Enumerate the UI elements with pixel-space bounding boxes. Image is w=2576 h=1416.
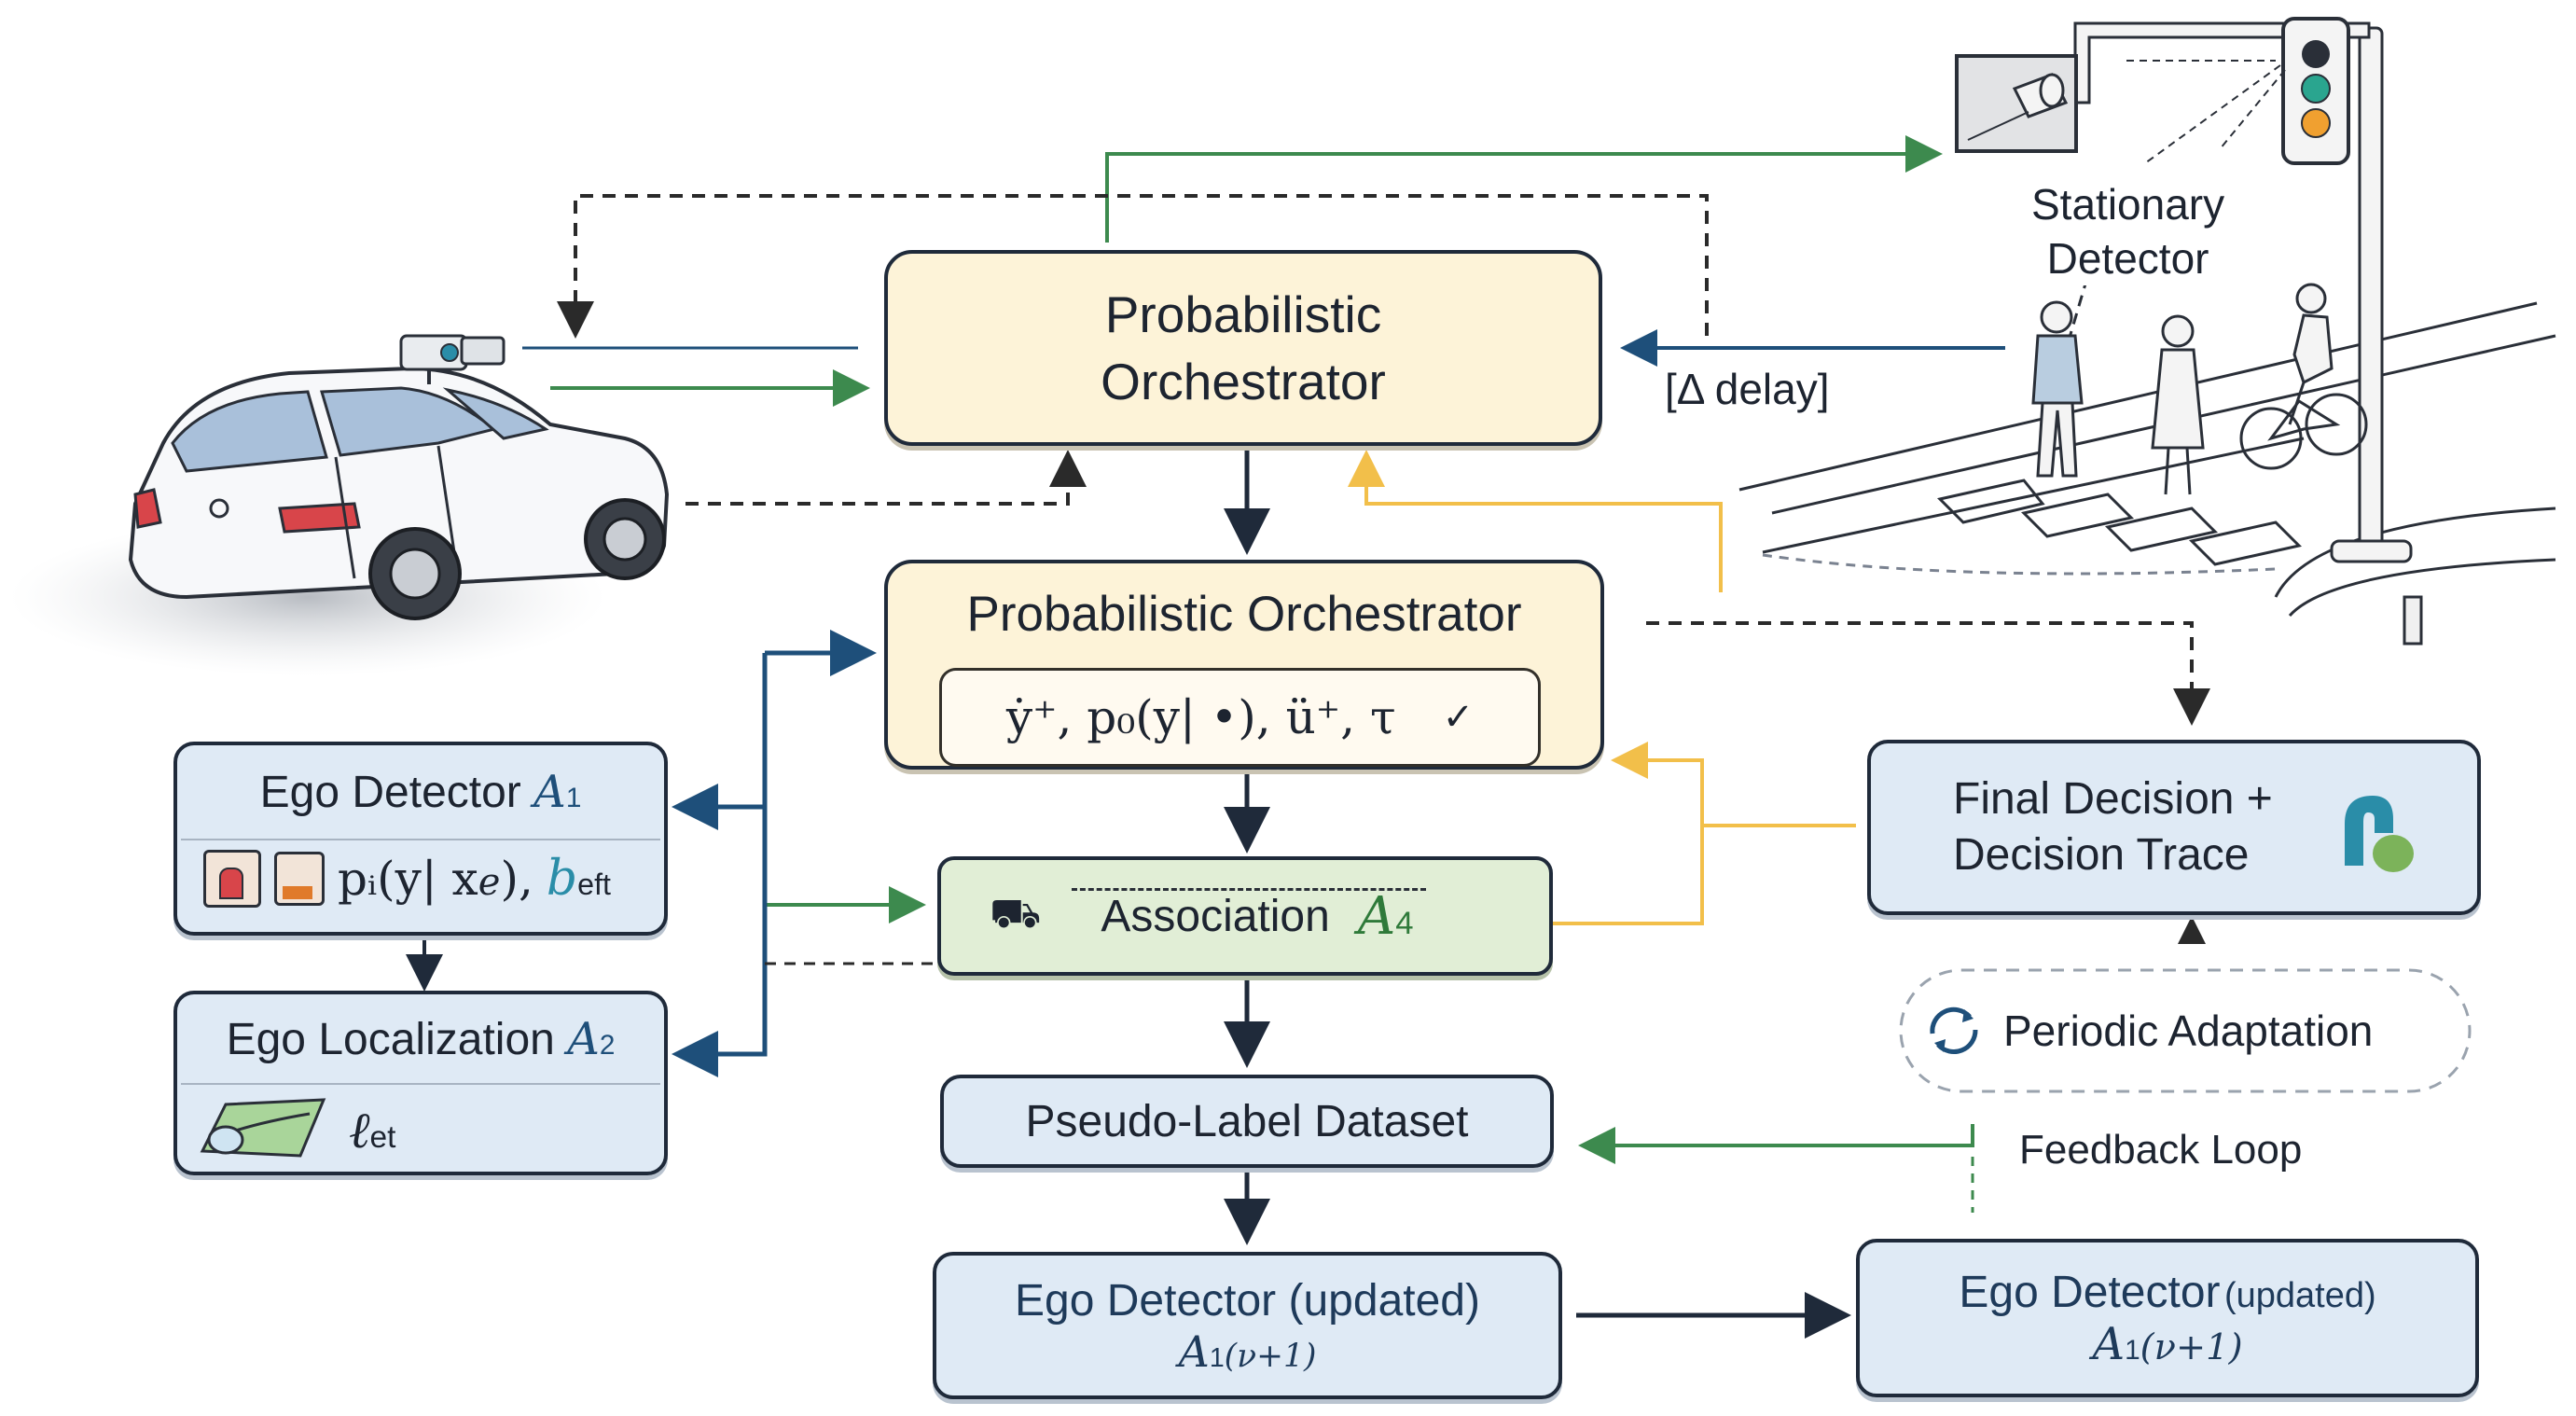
ego-detector-b-sub: eft (577, 868, 611, 901)
ego-updated-center-index: (ν+1) (1224, 1337, 1317, 1375)
ego-updated-right-symbol-sub: 1 (2125, 1334, 2140, 1366)
orchestrator-main-box[interactable]: Probabilistic Orchestrator ẏ⁺, p₀(y| •),… (884, 560, 1604, 770)
ego-updated-center-title: Ego Detector (1015, 1275, 1277, 1326)
decision-logo-icon (2345, 796, 2414, 872)
final-decision-line1: Final Decision + (1953, 774, 2273, 824)
periodic-adaptation[interactable]: Periodic Adaptation (1921, 1000, 2373, 1062)
crosswalk-icon (1738, 301, 2556, 646)
ego-localization-title-row: Ego Localization A2 (227, 1013, 616, 1065)
ego-updated-right-title-row: Ego Detector (updated) (1959, 1267, 2375, 1318)
pseudo-label-box[interactable]: Pseudo-Label Dataset (940, 1075, 1554, 1168)
periodic-adaptation-title: Periodic Adaptation (2003, 1006, 2374, 1055)
feedback-loop-label: Feedback Loop (2019, 1127, 2303, 1173)
ego-updated-center-box[interactable]: Ego Detector (updated) A1(ν+1) (933, 1252, 1562, 1399)
detector-icon (203, 850, 261, 908)
ego-localization-symbol: A2 (567, 1013, 615, 1065)
camera-icon (399, 334, 506, 384)
ego-detector-formula-row: pᵢ(y| xe), beft (203, 850, 611, 908)
ego-updated-right-index: (ν+1) (2140, 1326, 2243, 1368)
association-icon: ⛟ (990, 889, 1042, 937)
ego-localization-formula: ℓet (349, 1101, 395, 1159)
orchestrator-top-line2: Orchestrator (1101, 353, 1386, 410)
ego-detector-symbol-letter: A (533, 766, 566, 818)
ego-updated-right-box[interactable]: Ego Detector (updated) A1(ν+1) (1856, 1239, 2479, 1397)
ego-updated-right-symbol-letter: A (2092, 1317, 2126, 1370)
cyclist-icon (2239, 283, 2368, 470)
final-decision-text: Final Decision + Decision Trace (1953, 771, 2273, 883)
checkmark-icon: ✓ (1442, 696, 1475, 739)
association-symbol-letter: A (1357, 885, 1396, 947)
ego-updated-center-suffix: (updated) (1288, 1275, 1480, 1326)
refresh-icon (1930, 1006, 1978, 1054)
stationary-detector-label: Stationary Detector (2031, 177, 2225, 285)
association-box[interactable]: ⛟ Association A4 (937, 856, 1553, 976)
ego-detector-symbol: A1 (533, 766, 581, 818)
orchestrator-formula: ẏ⁺, p₀(y| •), ü⁺, τ ✓ (939, 668, 1541, 767)
pedestrian-icon (2031, 300, 2205, 495)
stationary-detector-line2: Detector (2046, 234, 2209, 283)
ego-updated-right-suffix: (updated) (2223, 1275, 2376, 1315)
ego-detector-title-row: Ego Detector A1 (260, 766, 582, 818)
association-dash (1072, 888, 1426, 891)
ego-updated-right-symbol: A1(ν+1) (2092, 1318, 2242, 1370)
final-decision-box[interactable]: Final Decision + Decision Trace (1867, 740, 2481, 915)
ego-updated-center-symbol-letter: A (1178, 1326, 1210, 1377)
ego-localization-divider (181, 1083, 660, 1085)
periodic-adaptation-outline (1899, 968, 2472, 1093)
association-title: Association (1101, 891, 1330, 941)
ego-detector-b: beft (547, 851, 611, 907)
ego-detector-formula: pᵢ(y| xe), (338, 852, 533, 906)
orchestrator-formula-text: ẏ⁺, p₀(y| •), ü⁺, τ (1005, 690, 1396, 744)
ego-detector-symbol-sub: 1 (565, 783, 582, 813)
ego-detector-box[interactable]: Ego Detector A1 pᵢ(y| xe), beft (173, 742, 668, 936)
bar-chart-icon (274, 852, 325, 906)
map-icon (200, 1098, 326, 1158)
ego-updated-center-symbol-sub: 1 (1209, 1342, 1225, 1373)
car-icon (9, 366, 670, 676)
pseudo-label-title: Pseudo-Label Dataset (1025, 1096, 1469, 1146)
delay-label: [Δ delay] (1665, 365, 1830, 413)
ego-localization-formula-sub: et (369, 1119, 396, 1155)
ego-localization-formula-row: ℓet (198, 1095, 395, 1164)
ego-detector-formula-text: pᵢ(y| x (338, 852, 478, 906)
stationary-detector-line1: Stationary (2031, 180, 2225, 229)
ego-updated-center-symbol: A1(ν+1) (1179, 1326, 1317, 1377)
ego-localization-box[interactable]: Ego Localization A2 ℓet (173, 991, 668, 1175)
ego-updated-center-title-row: Ego Detector (updated) (1015, 1275, 1480, 1326)
ego-localization-symbol-sub: 2 (599, 1030, 616, 1061)
association-symbol-sub: 4 (1395, 905, 1414, 941)
orchestrator-top-line1: Probabilistic (1104, 285, 1382, 343)
final-decision-line2: Decision Trace (1953, 830, 2250, 880)
ego-detector-title: Ego Detector (259, 768, 521, 817)
association-symbol: A4 (1358, 886, 1414, 947)
ego-localization-symbol-letter: A (567, 1013, 600, 1065)
ego-updated-right-title: Ego Detector (1959, 1267, 2221, 1317)
orchestrator-top-box[interactable]: Probabilistic Orchestrator (884, 250, 1602, 446)
orchestrator-main-title: Probabilistic Orchestrator (966, 587, 1522, 642)
ego-localization-formula-letter: ℓ (349, 1100, 370, 1159)
ego-detector-formula-sub: e (478, 861, 501, 904)
ego-detector-b-letter: b (546, 851, 578, 907)
ego-detector-divider (181, 839, 660, 840)
ego-localization-title: Ego Localization (226, 1015, 555, 1064)
